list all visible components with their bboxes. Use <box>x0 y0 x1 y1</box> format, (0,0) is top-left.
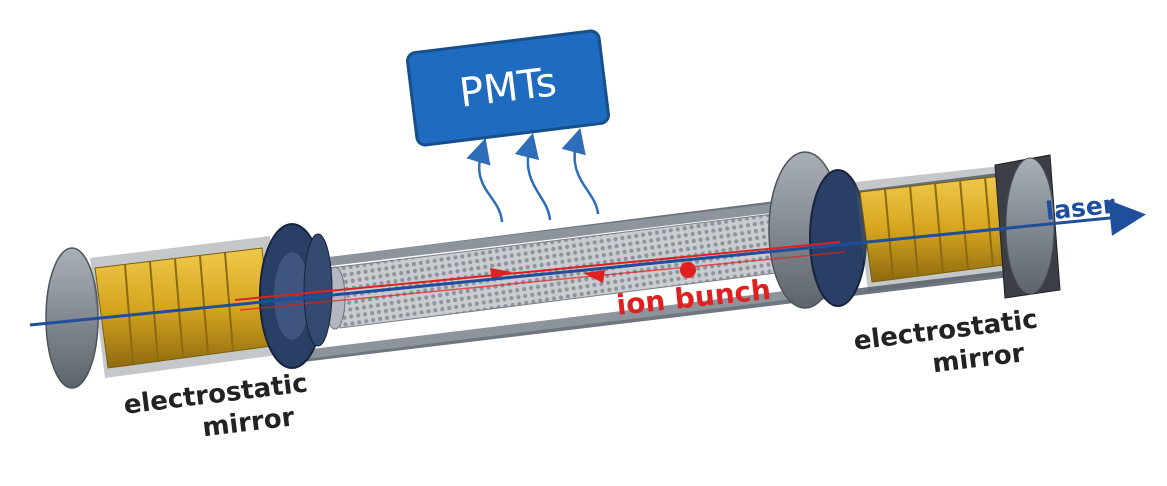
right-mirror-assembly <box>768 151 1061 309</box>
pmts-label: PMTs <box>456 59 560 117</box>
laser-beam <box>29 200 1146 327</box>
photon-arrows <box>466 127 600 223</box>
ion-bunch-dot <box>680 262 696 278</box>
ion-direction-arrow-left <box>583 270 605 283</box>
photon-arrow-2 <box>514 132 552 221</box>
ion-direction-arrow-right <box>490 268 512 280</box>
photon-arrow-1 <box>466 138 504 223</box>
left-mirror-assembly <box>45 223 333 389</box>
photon-arrow-3 <box>561 127 600 215</box>
ion-trajectory <box>234 241 846 311</box>
